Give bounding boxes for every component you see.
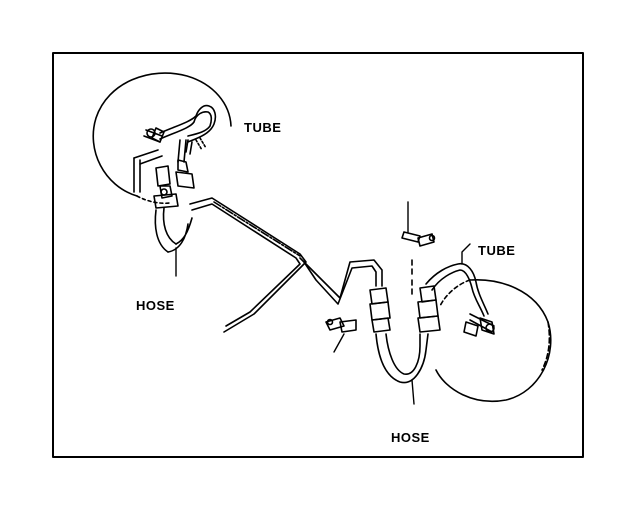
diagram-border	[52, 52, 584, 458]
left-tube	[143, 104, 217, 189]
upper-right-clip	[401, 201, 436, 247]
hose-label-right: HOSE	[391, 430, 430, 445]
left-hose-assembly	[133, 149, 193, 277]
lower-left-clip	[325, 317, 357, 353]
tube-label-right: TUBE	[478, 243, 516, 258]
left-brake-drum	[92, 72, 232, 205]
main-brake-line	[189, 197, 383, 333]
right-tube	[425, 243, 495, 337]
right-brake-drum	[435, 279, 552, 402]
hose-label-left: HOSE	[136, 298, 175, 313]
right-hose-assembly	[369, 259, 441, 405]
tube-label-left: TUBE	[244, 120, 282, 135]
